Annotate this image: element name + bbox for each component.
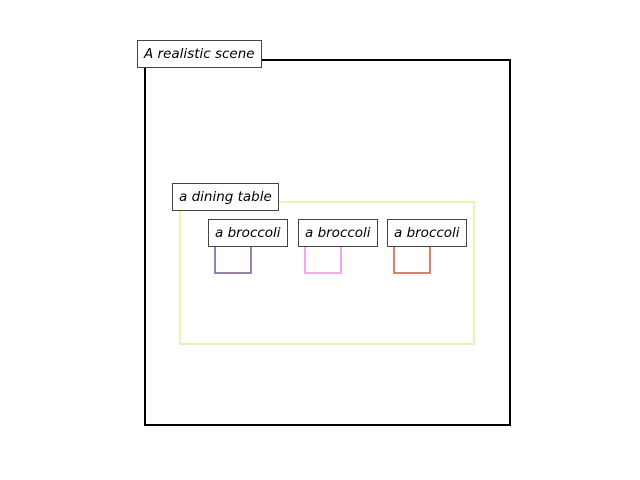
broccoli-label-2: a broccoli <box>298 219 378 247</box>
dining-table-box <box>179 201 475 345</box>
dining-table-label: a dining table <box>172 183 279 211</box>
broccoli-label-1: a broccoli <box>208 219 288 247</box>
scene-label: A realistic scene <box>137 40 262 68</box>
broccoli-label-3: a broccoli <box>387 219 467 247</box>
scene-box <box>144 59 511 426</box>
